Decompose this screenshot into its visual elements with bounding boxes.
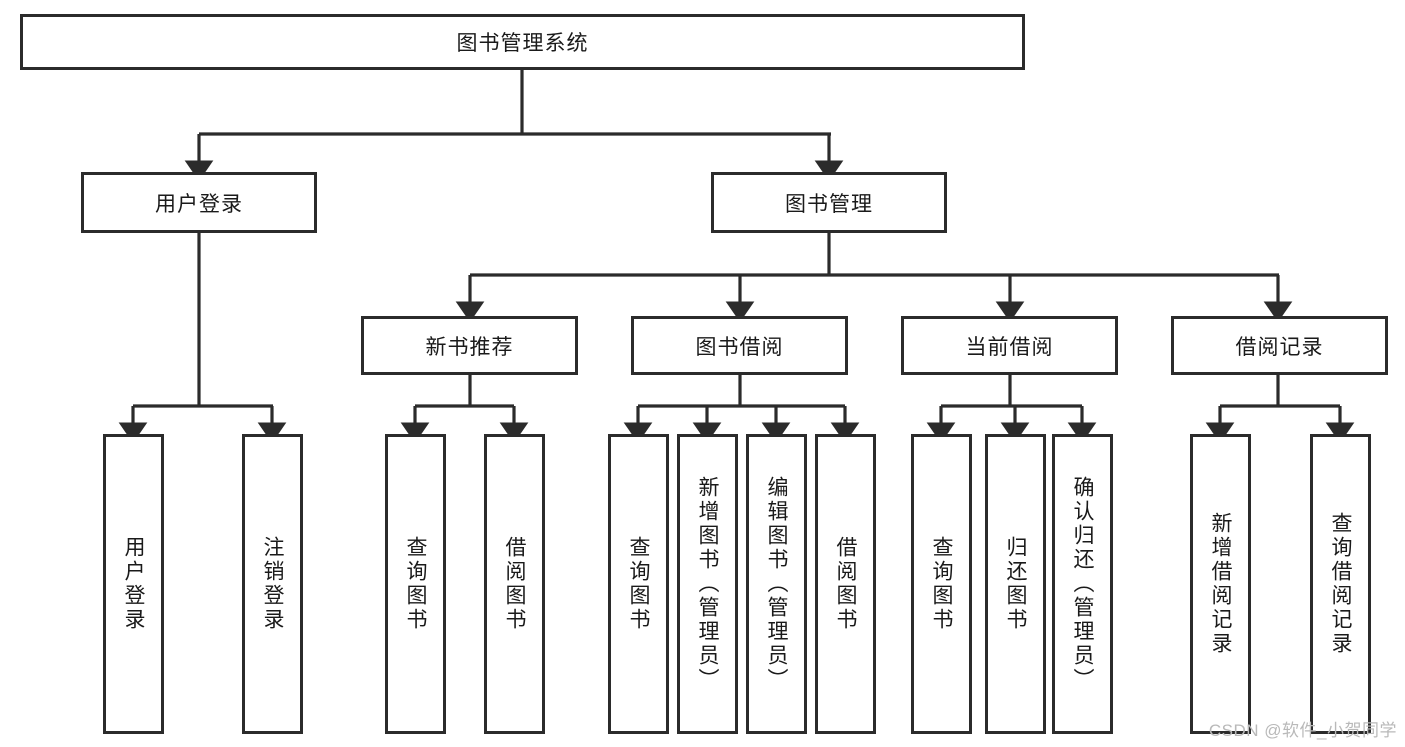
node-current-borrow[interactable]: 当前借阅 [901, 316, 1118, 375]
node-leaf-query-book-1[interactable]: 查询图书 [385, 434, 446, 734]
node-root[interactable]: 图书管理系统 [20, 14, 1025, 70]
node-leaf-borrow-book-2[interactable]: 借阅图书 [815, 434, 876, 734]
node-leaf-edit-book[interactable]: 编辑图书（管理员） [746, 434, 807, 734]
node-leaf-edit-book-label: 编辑图书（管理员） [765, 476, 788, 692]
watermark: CSDN @软件_小贺同学 [1208, 721, 1397, 740]
node-book-manage[interactable]: 图书管理 [711, 172, 947, 233]
node-leaf-query-record[interactable]: 查询借阅记录 [1310, 434, 1371, 734]
node-leaf-confirm-return-label: 确认归还（管理员） [1071, 476, 1094, 692]
node-user-login-label: 用户登录 [155, 192, 243, 216]
node-leaf-add-record-label: 新增借阅记录 [1209, 512, 1232, 656]
node-new-book-recommend-label: 新书推荐 [425, 335, 514, 359]
node-leaf-borrow-book-1-label: 借阅图书 [503, 536, 526, 632]
node-borrow-record[interactable]: 借阅记录 [1171, 316, 1388, 375]
node-leaf-return-book[interactable]: 归还图书 [985, 434, 1046, 734]
node-leaf-logout[interactable]: 注销登录 [242, 434, 303, 734]
node-leaf-query-book-2[interactable]: 查询图书 [608, 434, 669, 734]
node-book-borrow-label: 图书借阅 [695, 335, 784, 359]
node-leaf-borrow-book-1[interactable]: 借阅图书 [484, 434, 545, 734]
node-leaf-add-book-label: 新增图书（管理员） [696, 476, 719, 692]
node-book-manage-label: 图书管理 [785, 192, 873, 216]
node-leaf-query-book-3[interactable]: 查询图书 [911, 434, 972, 734]
node-borrow-record-label: 借阅记录 [1235, 335, 1324, 359]
node-leaf-return-book-label: 归还图书 [1004, 536, 1027, 632]
node-leaf-logout-label: 注销登录 [261, 536, 284, 632]
node-new-book-recommend[interactable]: 新书推荐 [361, 316, 578, 375]
node-leaf-borrow-book-2-label: 借阅图书 [834, 536, 857, 632]
node-root-label: 图书管理系统 [456, 32, 589, 55]
node-current-borrow-label: 当前借阅 [965, 335, 1054, 359]
node-leaf-confirm-return[interactable]: 确认归还（管理员） [1052, 434, 1113, 734]
node-leaf-query-book-1-label: 查询图书 [404, 536, 427, 632]
node-leaf-add-record[interactable]: 新增借阅记录 [1190, 434, 1251, 734]
node-leaf-add-book[interactable]: 新增图书（管理员） [677, 434, 738, 734]
node-leaf-query-book-3-label: 查询图书 [930, 536, 953, 632]
node-book-borrow[interactable]: 图书借阅 [631, 316, 848, 375]
node-leaf-query-record-label: 查询借阅记录 [1329, 512, 1352, 656]
node-leaf-query-book-2-label: 查询图书 [627, 536, 650, 632]
node-leaf-user-login-label: 用户登录 [122, 536, 145, 632]
node-user-login[interactable]: 用户登录 [81, 172, 317, 233]
node-leaf-user-login[interactable]: 用户登录 [103, 434, 164, 734]
